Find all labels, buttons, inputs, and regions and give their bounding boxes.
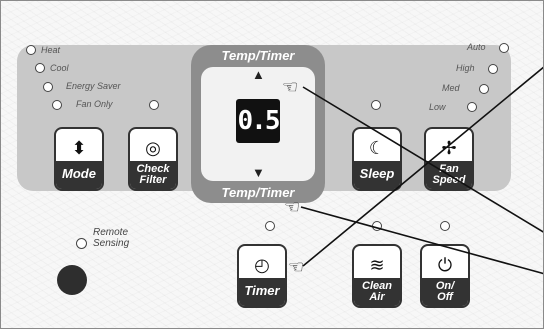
temp-timer-display: 0.5 (236, 99, 280, 143)
timer-button[interactable]: ◴ Timer (237, 244, 287, 308)
fan-led-high (488, 64, 498, 74)
check-filter-label-line1: Check (136, 163, 170, 175)
sleep-led (371, 100, 381, 110)
mode-label-energy-saver: Energy Saver (66, 81, 121, 91)
temp-timer-cluster: Temp/Timer Temp/Timer (191, 45, 325, 203)
fan-led-med (479, 84, 489, 94)
on-off-label-line2: Off (437, 291, 453, 303)
mode-label-fan-only: Fan Only (76, 99, 113, 109)
fan-speed-label-line2: Speed (432, 174, 466, 186)
callout-line-temp-up (302, 86, 543, 233)
check-filter-button-label: Check Filter (130, 161, 176, 189)
remote-sensor (57, 265, 87, 295)
on-off-button[interactable]: ⏻ On/ Off (420, 244, 470, 308)
fan-speed-label-line1: Fan (439, 163, 459, 175)
temp-timer-label-top: Temp/Timer (221, 48, 295, 63)
pointing-hand-icon: ☜ (282, 77, 299, 97)
check-filter-button[interactable]: ◎ Check Filter (128, 127, 178, 191)
mode-button-label: Mode (56, 161, 102, 189)
remote-sensing-label: Remote Sensing (93, 227, 129, 249)
clean-air-label-line2: Air (369, 291, 385, 303)
on-off-led (440, 221, 450, 231)
timer-led (265, 221, 275, 231)
pointing-hand-icon: ☜ (284, 197, 301, 217)
sleep-button[interactable]: ☾ Sleep (352, 127, 402, 191)
clean-air-label-line1: Clean (362, 280, 392, 292)
fan-label-high: High (456, 63, 475, 73)
on-off-button-label: On/ Off (422, 278, 468, 306)
check-filter-label-line2: Filter (139, 174, 167, 186)
mode-led-fan-only (52, 100, 62, 110)
callout-line-timer (302, 66, 543, 267)
on-off-label-line1: On/ (435, 280, 455, 292)
up-down-arrows-icon: ⬍ (71, 138, 87, 158)
fan-label-low: Low (429, 102, 446, 112)
mode-led-energy-saver (43, 82, 53, 92)
sleep-button-label: Sleep (354, 161, 400, 189)
mode-button[interactable]: ⬍ Mode (54, 127, 104, 191)
pointing-hand-icon: ☜ (288, 257, 305, 277)
fan-label-med: Med (442, 83, 460, 93)
callout-line-temp-down (300, 206, 543, 275)
clean-air-button[interactable]: ≋ Clean Air (352, 244, 402, 308)
mode-label-heat: Heat (41, 45, 61, 55)
fan-label-auto: Auto (467, 42, 486, 52)
check-filter-led (149, 100, 159, 110)
remote-sensing-line1: Remote (93, 227, 129, 238)
temp-up-arrow-icon[interactable]: ▲ (252, 67, 265, 82)
mode-led-cool (35, 63, 45, 73)
power-icon: ⏻ (437, 255, 453, 275)
mode-led-heat (26, 45, 36, 55)
clean-air-button-label: Clean Air (354, 278, 400, 306)
air-waves-icon: ≋ (369, 255, 385, 275)
moon-icon: ☾ (368, 138, 386, 158)
remote-sensing-line2: Sensing (93, 238, 130, 249)
clock-icon: ◴ (254, 255, 270, 275)
timer-button-label: Timer (239, 278, 285, 306)
fan-led-low (467, 102, 477, 112)
remote-sensing-led (76, 238, 87, 249)
filter-dots-icon: ◎ (145, 138, 161, 158)
mode-label-cool: Cool (50, 63, 69, 73)
temp-down-arrow-icon[interactable]: ▼ (252, 165, 265, 180)
temp-timer-label-bottom: Temp/Timer (221, 185, 295, 200)
fan-led-auto (499, 43, 509, 53)
